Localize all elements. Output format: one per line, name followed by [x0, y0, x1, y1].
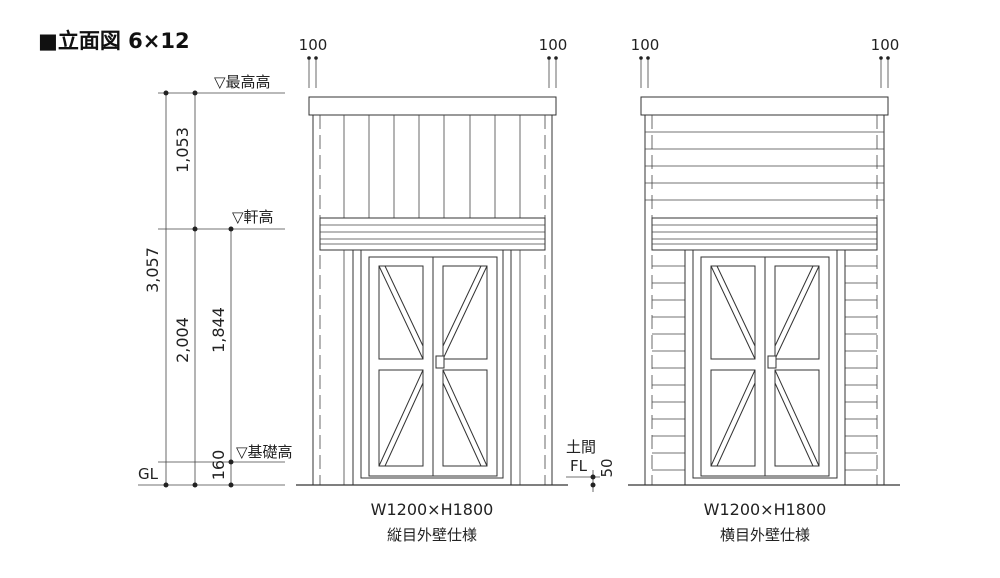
upper-horizontal-boards: [645, 131, 884, 201]
level-base-label: ▽基礎高: [236, 443, 293, 461]
elevation-horizontal-siding: [628, 96, 900, 486]
level-top-label: ▽最高高: [214, 73, 271, 91]
overhang-label-2: 100: [539, 36, 568, 54]
overhang-label-4: 100: [871, 36, 900, 54]
level-gl-label: GL: [138, 465, 159, 483]
dim-eave-to-base: 1,844: [209, 307, 228, 353]
elevation-2-caption: 横目外壁仕様: [720, 526, 810, 544]
dim-total: 3,057: [143, 247, 162, 293]
floor-label-1: 土間: [566, 438, 596, 456]
drawing-title: ■立面図 6×12: [38, 29, 190, 53]
floor-label-2: FL: [570, 457, 588, 475]
elevation-vertical-siding: [296, 96, 568, 486]
overhang-marks: [307, 56, 890, 88]
side-horizontal-boards: [652, 265, 877, 471]
dimension-lines: [138, 90, 285, 488]
elevation-1-caption: 縦目外壁仕様: [387, 526, 477, 544]
overhang-label-3: 100: [631, 36, 660, 54]
overhang-label-1: 100: [299, 36, 328, 54]
dim-upper: 1,053: [173, 127, 192, 173]
elevation-2-size: W1200×H1800: [704, 500, 827, 519]
dim-base: 160: [209, 450, 228, 481]
dim-floor: 50: [598, 458, 616, 477]
dim-lower: 2,004: [173, 317, 192, 363]
level-eave-label: ▽軒高: [232, 208, 274, 226]
elevation-1-size: W1200×H1800: [371, 500, 494, 519]
